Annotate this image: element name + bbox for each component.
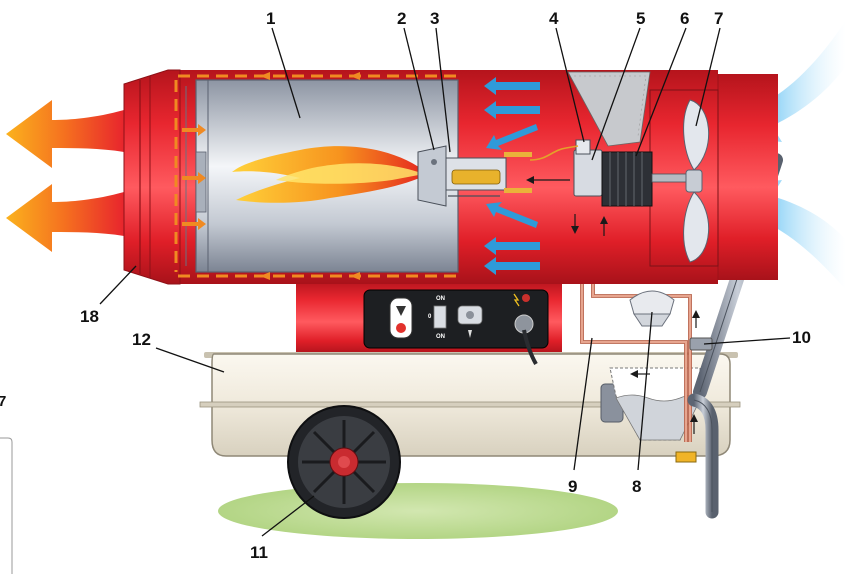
airflow-arrow-2 bbox=[484, 101, 540, 119]
callout-2: 2 bbox=[397, 9, 406, 28]
hot-air-outlet-arrows bbox=[6, 100, 124, 252]
airflow-arrow-5 bbox=[484, 237, 540, 255]
callout-18: 18 bbox=[80, 307, 99, 326]
callout-8: 8 bbox=[632, 477, 641, 496]
fan-blade bbox=[683, 99, 709, 263]
callout-3: 3 bbox=[430, 9, 439, 28]
edge-callout-7: 7 bbox=[0, 393, 6, 410]
airflow-arrow-6 bbox=[484, 257, 540, 275]
callout-7: 7 bbox=[714, 9, 723, 28]
power-indicator-lamp bbox=[522, 294, 530, 302]
callout-leaders bbox=[99, 27, 791, 537]
fuel-flow-arrows bbox=[571, 214, 700, 434]
burner-head bbox=[417, 145, 532, 207]
control-panel: ON 0 ON bbox=[363, 289, 549, 365]
hot-air-arrow-bottom bbox=[6, 184, 124, 252]
switch-on-top-label: ON bbox=[436, 296, 445, 302]
power-switch[interactable] bbox=[433, 305, 447, 329]
airflow-arrow-3 bbox=[486, 124, 538, 150]
internal-flow-arrowheads bbox=[182, 72, 360, 280]
fuel-filter-funnel bbox=[609, 367, 701, 441]
callout-11: 11 bbox=[250, 543, 268, 562]
callout-12: 12 bbox=[132, 330, 151, 349]
hot-air-arrow-top bbox=[6, 100, 124, 168]
internal-air-flow bbox=[174, 74, 456, 278]
burner-flame bbox=[232, 146, 428, 203]
fuel-filter-cap bbox=[629, 290, 675, 327]
callout-1: 1 bbox=[266, 9, 275, 28]
airflow-arrow-1 bbox=[484, 77, 540, 95]
switch-on-bottom-label: ON bbox=[436, 334, 445, 340]
airflow-arrow-4 bbox=[486, 202, 538, 228]
outlet-nozzle bbox=[123, 69, 181, 285]
wheel bbox=[287, 405, 401, 519]
callout-5: 5 bbox=[636, 9, 645, 28]
callout-6: 6 bbox=[680, 9, 689, 28]
electric-motor bbox=[601, 151, 697, 207]
ground-shadow bbox=[218, 483, 618, 539]
callout-4: 4 bbox=[549, 9, 559, 28]
cropped-edge-box bbox=[0, 437, 13, 574]
callout-labels: 1 2 3 4 5 6 7 18 12 10 9 8 11 7 bbox=[0, 9, 811, 562]
switch-zero-label: 0 bbox=[428, 314, 432, 320]
thermostat-indicator[interactable] bbox=[389, 297, 413, 339]
airflow-arrows bbox=[484, 77, 540, 275]
fuel-pump bbox=[526, 139, 603, 197]
callout-10: 10 bbox=[792, 328, 811, 347]
callout-9: 9 bbox=[568, 477, 577, 496]
